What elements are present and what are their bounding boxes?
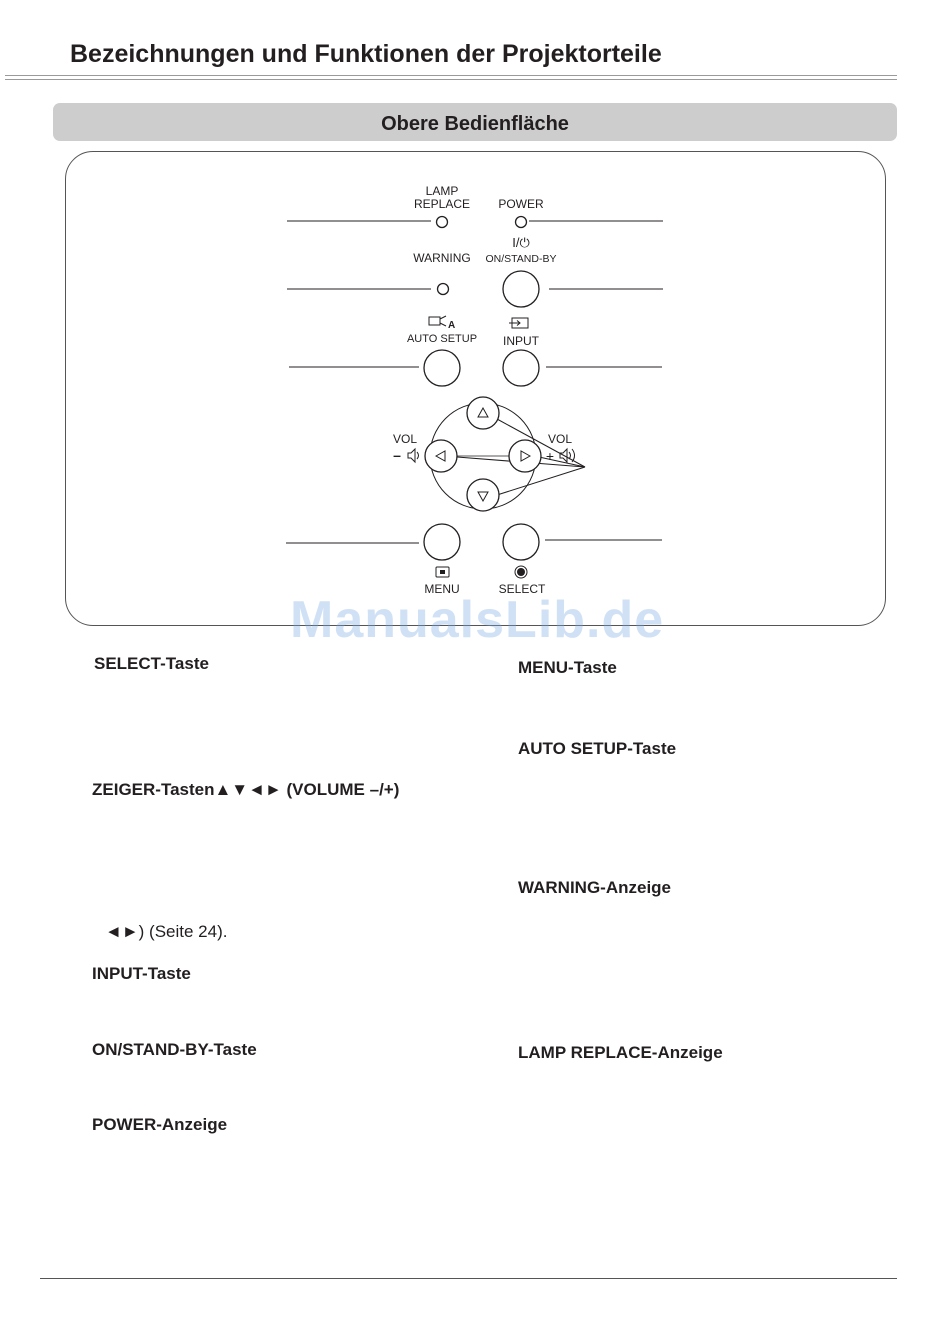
warning-label: WARNING: [413, 251, 471, 265]
warning-indicator: [436, 282, 450, 296]
auto-setup-icon: A: [428, 315, 455, 331]
speaker-low-icon: [407, 447, 419, 464]
power-indicator: [514, 215, 528, 229]
select-button[interactable]: [502, 523, 540, 561]
auto-setup-heading: AUTO SETUP-Taste: [518, 739, 677, 758]
arrow-left-icon: [434, 450, 446, 462]
select-label: SELECT: [499, 582, 546, 596]
input-button[interactable]: [502, 349, 540, 387]
title-rule-lower: [5, 79, 897, 80]
menu-icon: [435, 566, 450, 578]
arrow-up-icon: [477, 406, 489, 418]
power-heading: POWER-Anzeige: [92, 1115, 228, 1134]
auto-setup-label: AUTO SETUP: [407, 333, 477, 345]
on-standby-heading: ON/STAND-BY-Taste: [92, 1040, 257, 1059]
title-rule-upper: [5, 75, 897, 76]
lamp-replace-label-2: REPLACE: [414, 197, 470, 211]
vol-minus-label: VOL: [393, 432, 417, 446]
input-icon: [509, 317, 529, 329]
pointer-down-button[interactable]: [466, 478, 500, 512]
arrow-down-icon: [477, 491, 489, 503]
menu-button[interactable]: [423, 523, 461, 561]
vol-plus-label: VOL: [548, 432, 572, 446]
callout-line-pointer-down: [496, 466, 586, 496]
auto-setup-button[interactable]: [423, 349, 461, 387]
vol-plus-sign: +: [546, 448, 554, 464]
pointer-heading: ZEIGER-Tasten▲▼◄► (VOLUME –/+): [92, 780, 400, 799]
select-icon: [514, 565, 528, 579]
warning-heading: WARNING-Anzeige: [518, 878, 671, 897]
page-reference: ◄►) (Seite 24).: [105, 922, 228, 941]
svg-text:A: A: [448, 320, 455, 331]
page-title: Bezeichnungen und Funktionen der Projekt…: [70, 40, 662, 68]
lamp-replace-label-1: LAMP: [426, 184, 459, 198]
on-standby-button[interactable]: [502, 270, 540, 308]
menu-label: MENU: [424, 582, 459, 596]
section-title: Obere Bedienfläche: [381, 113, 569, 135]
power-symbol-icon: I/⏻: [512, 235, 530, 250]
lamp-replace-heading: LAMP REPLACE-Anzeige: [518, 1043, 723, 1062]
select-heading: SELECT-Taste: [94, 654, 209, 673]
lamp-replace-indicator: [435, 215, 449, 229]
vol-minus-sign: –: [393, 447, 401, 463]
callout-line-pointer-right: [538, 456, 586, 468]
input-heading: INPUT-Taste: [92, 964, 191, 983]
menu-heading: MENU-Taste: [518, 658, 617, 677]
pointer-left-button[interactable]: [424, 439, 458, 473]
power-label: POWER: [498, 197, 544, 211]
on-standby-label: ON/STAND-BY: [486, 253, 557, 265]
section-header: Obere Bedienfläche: [53, 103, 897, 141]
arrow-right-icon: [520, 450, 532, 462]
watermark: ManualsLib.de: [290, 591, 665, 649]
speaker-high-icon: [559, 447, 575, 464]
pointer-up-button[interactable]: [466, 396, 500, 430]
footer-rule: [40, 1278, 897, 1279]
input-label: INPUT: [503, 334, 540, 348]
pointer-right-button[interactable]: [508, 439, 542, 473]
callout-line-pointer-up: [496, 418, 586, 468]
panel-frame: [65, 151, 886, 626]
